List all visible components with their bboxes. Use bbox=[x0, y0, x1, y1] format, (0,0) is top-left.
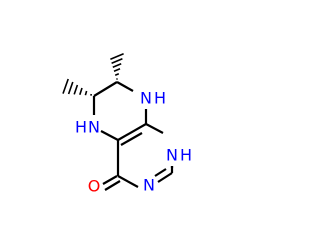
bond-c8a-c4a bbox=[117, 123, 147, 141]
bond-c7-n8 bbox=[116, 81, 134, 92]
hashed-wedge-c7-methyl bbox=[110, 53, 124, 80]
bond-group bbox=[92, 81, 174, 191]
bond-c4-o4-a bbox=[102, 175, 118, 185]
atom-n5-symbol: N bbox=[88, 118, 100, 137]
bond-c4-o4-b bbox=[104, 180, 121, 191]
atom-o4-label: O bbox=[88, 177, 101, 196]
atom-n3-symbol: N bbox=[143, 176, 155, 195]
atom-n8-symbol: N bbox=[140, 89, 152, 108]
atom-n1-symbol: N bbox=[166, 146, 178, 165]
atom-n5-hydrogen: H bbox=[75, 118, 87, 137]
bond-c4a-n5 bbox=[100, 130, 119, 141]
bond-c6-c7 bbox=[93, 81, 118, 97]
atom-n1-hydrogen: H bbox=[180, 146, 192, 165]
atom-o4-symbol: O bbox=[88, 177, 101, 196]
bond-c2-n3-inner bbox=[154, 168, 167, 177]
atom-n8-hydrogen: H bbox=[154, 89, 166, 108]
atom-n5-label: H N bbox=[75, 118, 100, 137]
bond-c8a-c4a-inner bbox=[120, 132, 143, 146]
bond-c2-n3 bbox=[157, 172, 173, 183]
atom-n3-label: N bbox=[143, 176, 155, 195]
hashed-wedge-c6-methyl bbox=[62, 78, 92, 96]
bond-c8a-n1 bbox=[145, 123, 164, 134]
bond-n3-c4 bbox=[117, 175, 139, 188]
atom-n1-label: N H bbox=[166, 146, 192, 165]
atom-n8-label: N H bbox=[140, 89, 166, 108]
pteridinone-structure-diagram: N H H N N H N O bbox=[62, 53, 192, 196]
